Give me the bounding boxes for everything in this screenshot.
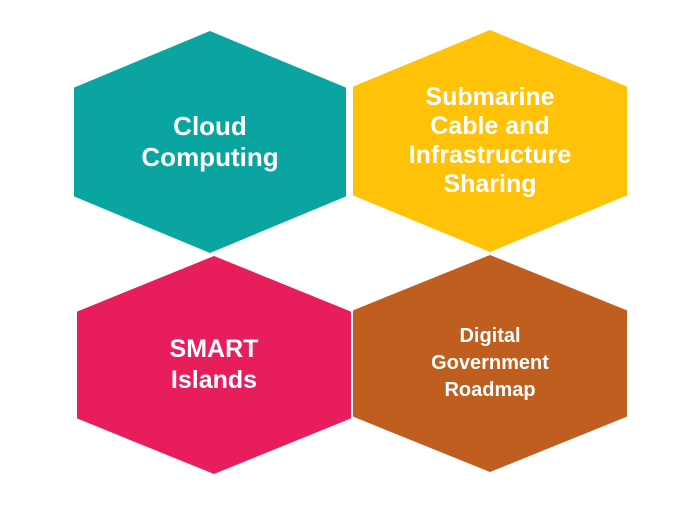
hexagon-digital-government-roadmap-label: Digital Government Roadmap: [431, 325, 549, 401]
hexagon-smart-islands: SMART Islands: [77, 256, 351, 474]
hexagon-cloud-computing: Cloud Computing: [74, 31, 346, 253]
hexagon-submarine-cable-infrastructure-sharing: Submarine Cable and Infrastructure Shari…: [353, 30, 627, 252]
hexagon-smart-islands-label: SMART Islands: [169, 335, 259, 394]
hexagon-digital-government-roadmap: Digital Government Roadmap: [353, 255, 627, 472]
hexagon-cloud-computing-label: Cloud Computing: [141, 111, 279, 172]
hexagon-submarine-cable-infrastructure-sharing-label: Submarine Cable and Infrastructure Shari…: [408, 83, 572, 198]
